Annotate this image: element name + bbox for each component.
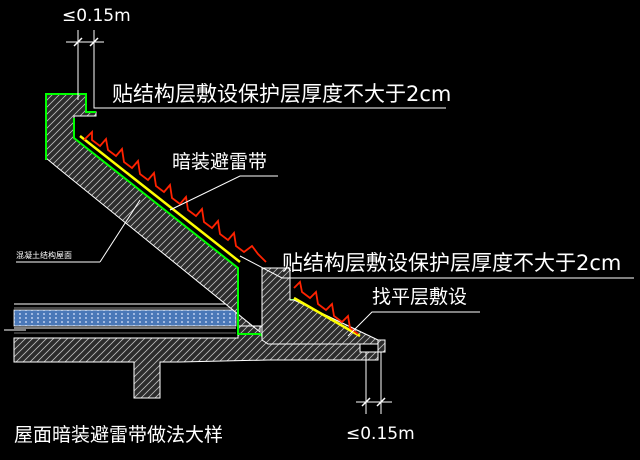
leveling-layer-label: 找平层敷设 bbox=[372, 286, 468, 308]
sloped-roof-slab bbox=[45, 93, 261, 334]
top-dimension bbox=[66, 30, 104, 100]
bottom-dimension bbox=[356, 352, 392, 414]
gutter-wall bbox=[261, 267, 379, 345]
insulation-layer bbox=[13, 309, 237, 327]
dim-top-label: ≤0.15m bbox=[62, 6, 131, 26]
protect-note-mid: 贴结构层敷设保护层厚度不大于2cm bbox=[282, 251, 622, 275]
lightning-strip-upper bbox=[79, 135, 241, 263]
drawing-title: 屋面暗装避雷带做法大样 bbox=[14, 424, 224, 446]
protective-layer-top bbox=[45, 93, 96, 160]
roof-tiles-lower bbox=[293, 280, 359, 335]
hidden-strip-label: 暗装避雷带 bbox=[172, 151, 268, 173]
protect-note-top: 贴结构层敷设保护层厚度不大于2cm bbox=[112, 82, 452, 106]
roof-tiles-upper bbox=[83, 129, 267, 263]
lightning-strip-lower bbox=[293, 296, 361, 338]
dim-bottom-label: ≤0.15m bbox=[346, 424, 415, 444]
concrete-roof-label: 混凝土结构屋面 bbox=[16, 251, 72, 260]
